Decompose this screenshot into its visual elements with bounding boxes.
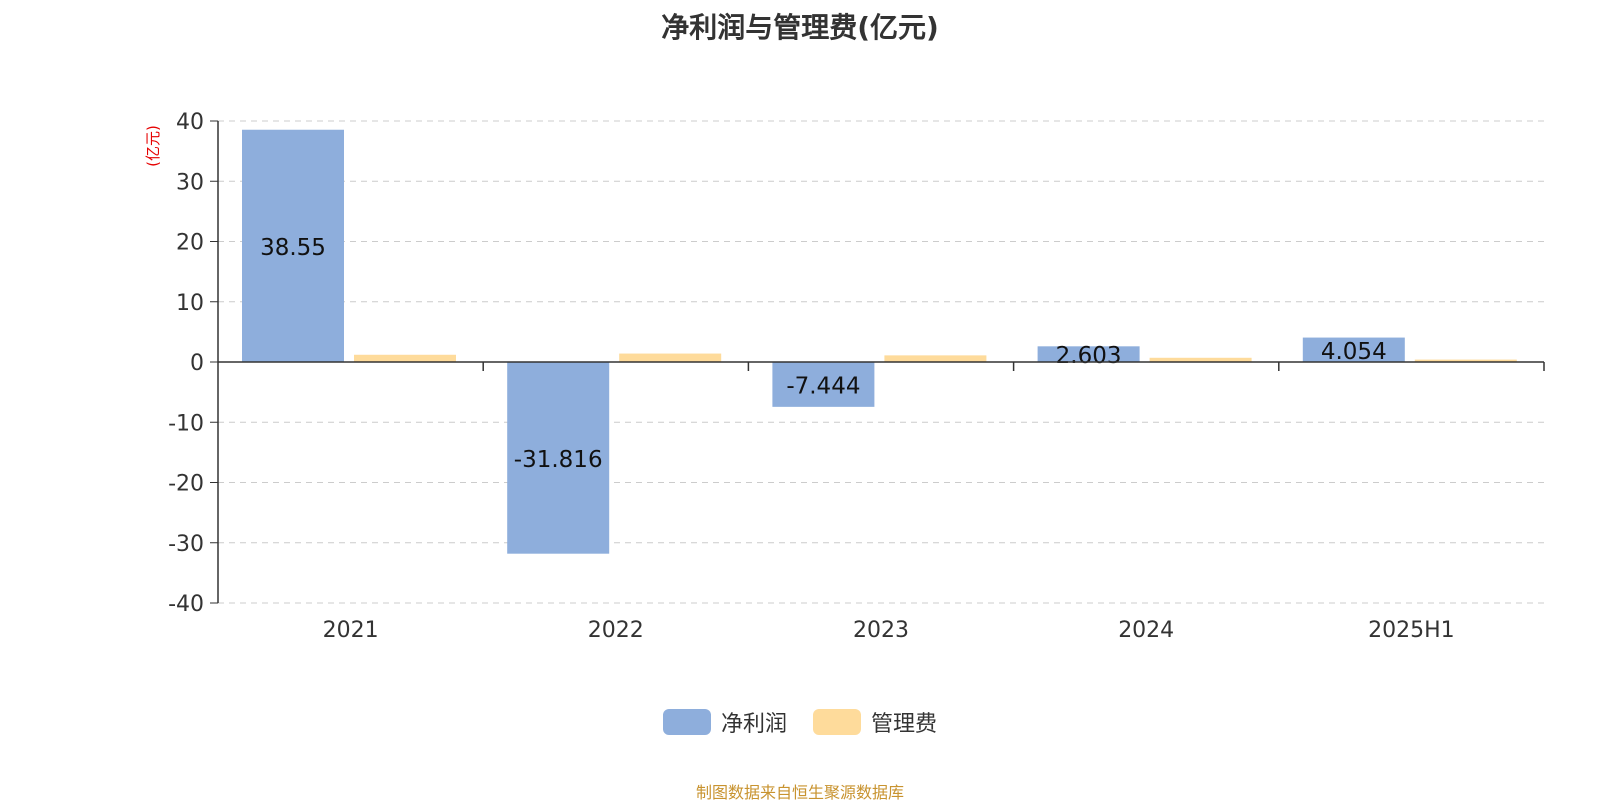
bar-net-profit: [1302, 337, 1405, 362]
data-label-net-profit: 38.55: [260, 235, 326, 261]
x-tick-label: 2025H1: [1368, 618, 1455, 643]
y-tick-label: -40: [168, 592, 204, 617]
data-label-net-profit: 4.054: [1321, 339, 1387, 365]
y-tick-label: 30: [176, 170, 204, 195]
x-tick-label: 2022: [588, 618, 644, 643]
y-tick-label: -20: [168, 472, 204, 497]
y-axis-label: (亿元): [144, 125, 162, 167]
legend: 净利润 管理费: [0, 706, 1600, 738]
bar-net-profit: [1037, 346, 1140, 362]
bar-admin-expense: [619, 353, 722, 362]
source-note: 制图数据来自恒生聚源数据库: [695, 783, 904, 800]
bar-admin-expense: [1149, 357, 1252, 362]
bar-net-profit: [242, 129, 344, 362]
x-tick-label: 2023: [853, 618, 909, 643]
bar-net-profit: [772, 362, 875, 407]
bar-admin-expense: [354, 354, 456, 362]
legend-swatch-net-profit: [662, 709, 711, 735]
legend-label-net-profit: 净利润: [720, 712, 787, 737]
chart-title: 净利润与管理费(亿元): [661, 11, 939, 44]
data-label-net-profit: 2.603: [1056, 343, 1122, 369]
y-tick-label: 40: [176, 110, 204, 135]
y-tick-label: 10: [176, 291, 204, 316]
bar-admin-expense: [884, 355, 987, 362]
y-tick-label: -30: [168, 532, 204, 557]
legend-swatch-admin-expense: [813, 709, 861, 735]
x-tick-label: 2021: [323, 618, 379, 643]
x-tick-label: 2024: [1118, 618, 1174, 643]
y-tick-label: -10: [168, 411, 204, 436]
data-label-net-profit: -7.444: [786, 373, 860, 399]
legend-label-admin-expense: 管理费: [871, 712, 938, 737]
y-tick-label: 20: [176, 231, 204, 256]
legend-item-net-profit[interactable]: 净利润: [662, 706, 787, 738]
bar-admin-expense: [1414, 359, 1517, 362]
y-tick-label: 0: [190, 351, 204, 376]
legend-item-admin-expense[interactable]: 管理费: [813, 706, 937, 738]
bar-net-profit: [507, 362, 610, 554]
data-label-net-profit: -31.816: [514, 447, 603, 473]
